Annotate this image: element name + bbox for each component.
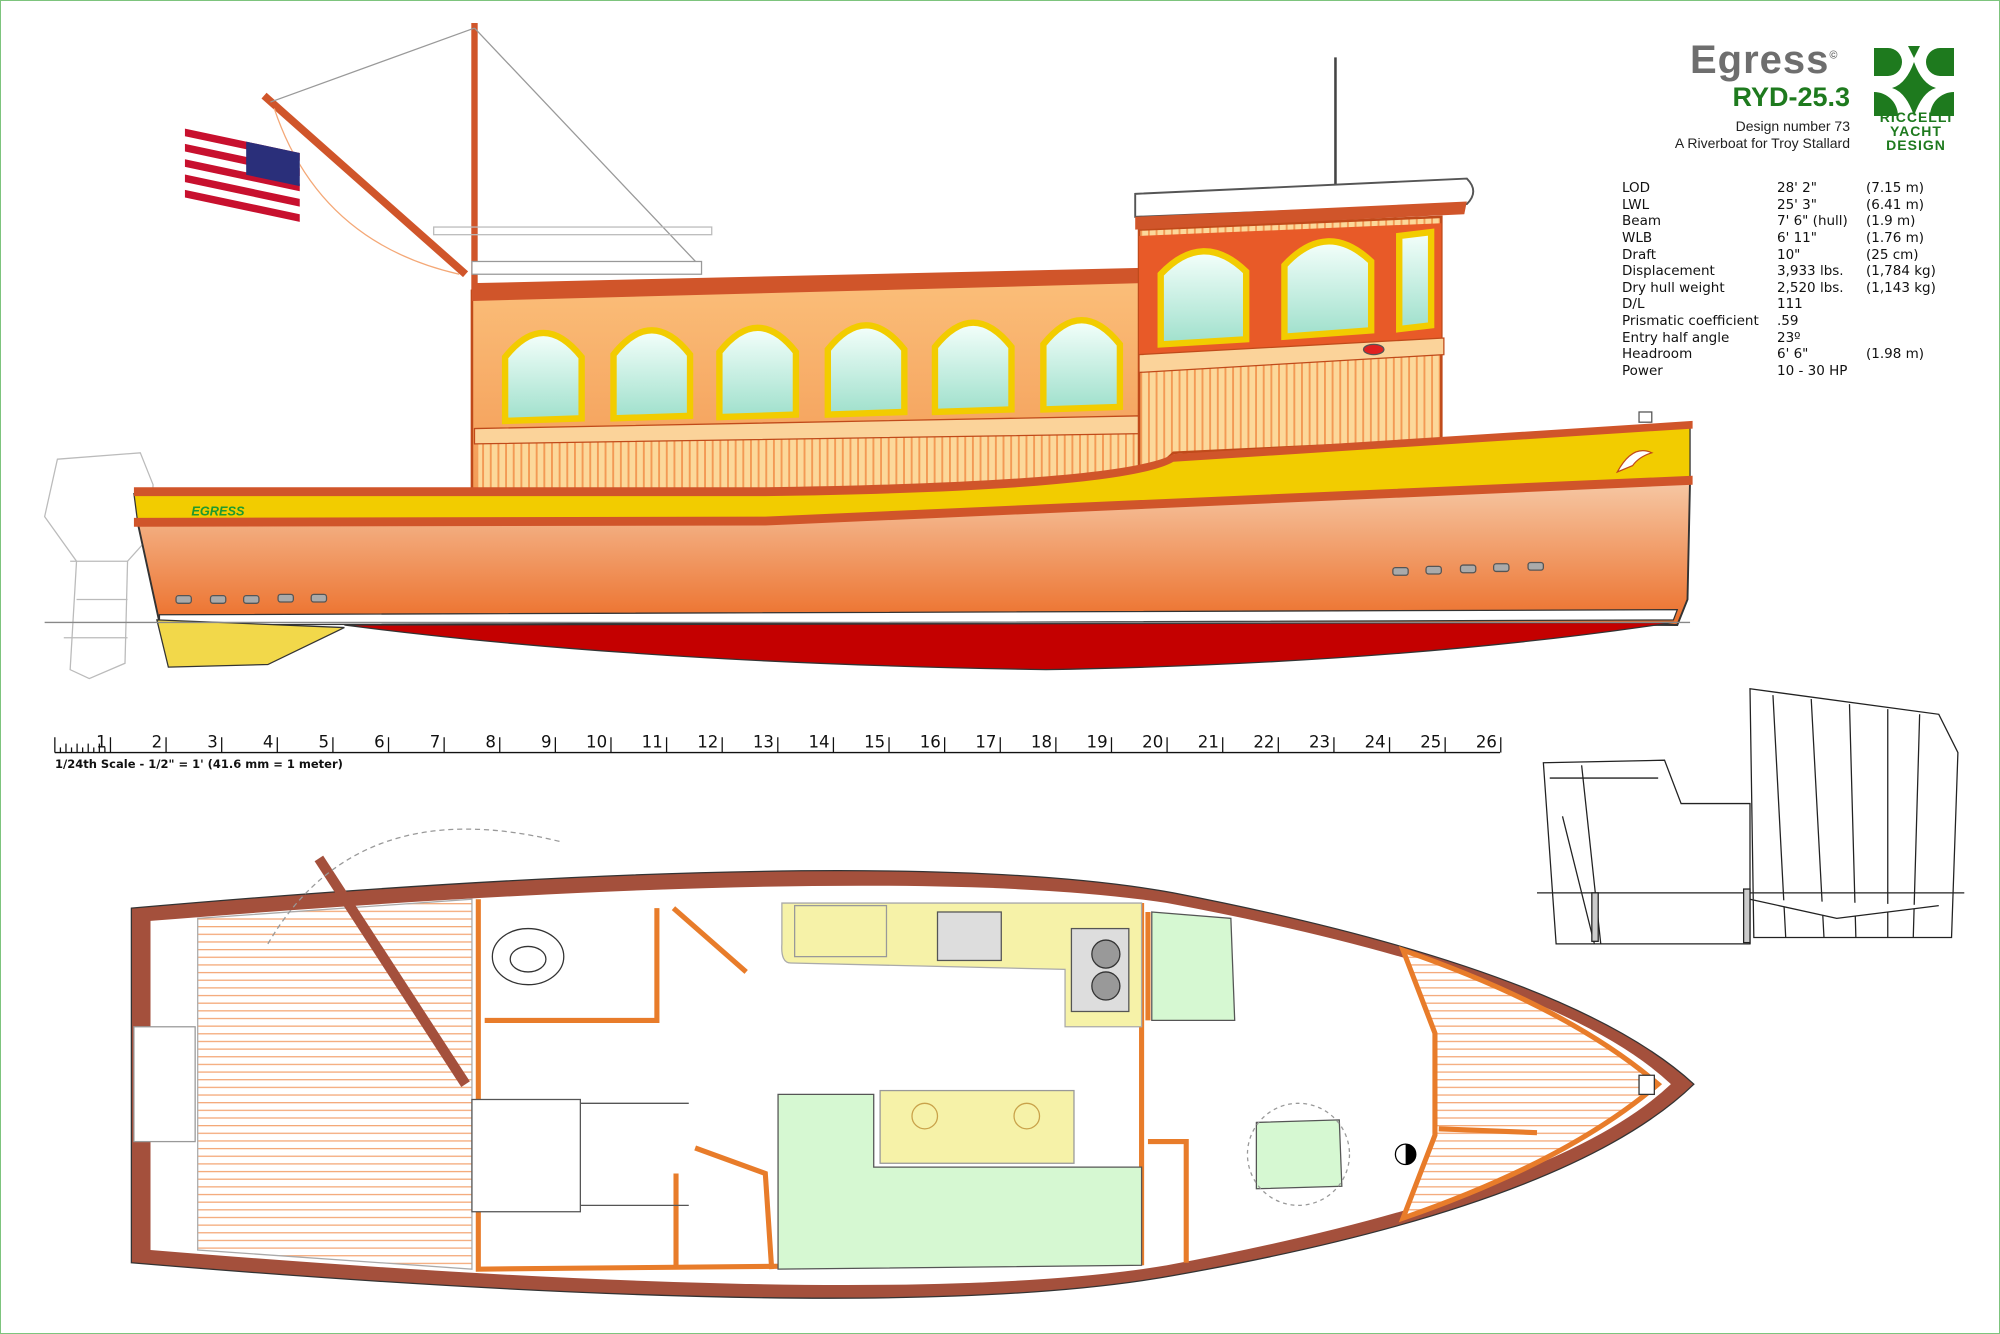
ruler-label: 23 [1309,732,1330,751]
ruler-label: 25 [1420,732,1441,751]
spec-row: Beam 7' 6" (hull) (1.9 m) [1622,213,1936,230]
brand-line: YACHT [1890,123,1942,139]
spec-label: D/L [1622,296,1645,313]
riccelli-logo-icon [1874,46,1954,116]
ruler-label: 21 [1198,732,1219,751]
ruler-label: 9 [541,732,552,751]
spec-imperial: 7' 6" (hull) [1777,213,1848,230]
ruler-label: 18 [1031,732,1052,751]
ruler-label: 22 [1253,732,1274,751]
spec-label: Beam [1622,213,1661,230]
ruler-label: 15 [864,732,885,751]
specifications-table: LOD 28' 2" (7.15 m) LWL 25' 3" (6.41 m) Beam 7'… [1622,180,1936,379]
brand-wordmark: RICCELLI YACHT DESIGN [1866,110,1966,152]
spec-row: Entry half angle 23º [1622,329,1936,346]
boat-name: Egress [1690,38,1830,82]
spec-row: D/L 111 [1622,296,1936,313]
skeg [156,619,345,668]
brand-line: DESIGN [1886,137,1946,153]
ruler-label: 13 [753,732,774,751]
design-subtitle: A Riverboat for Troy Stallard [1674,135,1850,151]
spec-label: Draft [1622,246,1657,263]
spec-imperial: 6' 11" [1777,230,1817,247]
spec-imperial: 28' 2" [1777,180,1817,197]
spec-label: Prismatic coefficient [1622,313,1759,330]
spec-metric: (1,143 kg) [1866,279,1936,296]
spec-label: Entry half angle [1622,329,1730,346]
spec-metric: (1.9 m) [1866,213,1916,230]
spec-row: WLB 6' 11" (1.76 m) [1622,230,1936,247]
model-number: RYD-25.3 [1732,82,1850,112]
ruler-label: 14 [808,732,829,751]
ruler-label: 19 [1087,732,1108,751]
hull-name: EGRESS [191,503,245,518]
hull-profile [44,411,1693,671]
hull-section-view [1536,688,1965,945]
spec-imperial: 10 - 30 HP [1777,362,1848,379]
spec-metric: (1.76 m) [1866,230,1925,247]
spec-metric [1866,296,1936,313]
brand-line: RICCELLI [1879,109,1953,125]
scale-note: 1/24th Scale - 1/2" = 1' (41.6 mm = 1 me… [55,757,343,771]
spec-label: Dry hull weight [1622,279,1725,296]
cabin-windows [501,317,1124,425]
ruler-label: 10 [586,732,607,751]
spec-metric [1866,313,1936,330]
spec-row: Draft 10" (25 cm) [1622,246,1936,263]
ruler-label: 12 [697,732,718,751]
ruler-label: 16 [920,732,941,751]
spec-metric: (6.41 m) [1866,196,1925,213]
spec-row: Prismatic coefficient .59 [1622,313,1936,330]
ruler-label: 3 [207,732,218,751]
spec-label: Power [1622,362,1663,379]
spec-imperial: 2,520 lbs. [1777,279,1844,296]
spec-row: Dry hull weight 2,520 lbs. (1,143 kg) [1622,280,1936,297]
ruler-label: 17 [975,732,996,751]
spec-row: Displacement 3,933 lbs. (1,784 kg) [1622,263,1936,280]
spec-row: Headroom 6' 6" (1.98 m) [1622,346,1936,363]
spec-row: LOD 28' 2" (7.15 m) [1622,180,1936,197]
spec-label: Displacement [1622,263,1715,280]
spec-row: Power 10 - 30 HP [1622,363,1936,380]
spec-imperial: 111 [1777,296,1803,313]
spec-metric: (25 cm) [1866,246,1919,263]
spec-metric: (7.15 m) [1866,180,1925,197]
spec-imperial: 23º [1777,329,1801,346]
spec-label: LWL [1622,196,1650,213]
us-flag [184,128,300,225]
copyright-mark: © [1829,49,1839,62]
ruler-label: 6 [374,732,385,751]
ruler-label: 11 [642,732,663,751]
design-info: Design number 73 A Riverboat for Troy St… [1560,118,1850,152]
spec-label: LOD [1622,180,1651,197]
ruler-label: 8 [485,732,496,751]
outboard-motor [43,452,154,680]
dolphin-emblem [1615,450,1654,474]
spec-metric: (1.98 m) [1866,346,1925,363]
spec-label: Headroom [1622,346,1693,363]
spec-imperial: 10" [1777,246,1801,263]
spec-metric [1866,363,1936,380]
ruler-label: 2 [152,732,163,751]
pilothouse [1134,177,1475,488]
spec-metric: (1,784 kg) [1866,263,1936,280]
ruler-label: 24 [1365,732,1386,751]
ruler-label: 1 [96,732,107,751]
boat-name-title: Egress© [1690,38,1839,83]
spec-imperial: .59 [1777,313,1799,330]
spec-metric [1866,329,1936,346]
spec-imperial: 25' 3" [1777,196,1817,213]
deck-plan-view [130,828,1695,1299]
ruler-label: 5 [319,732,330,751]
ruler-label: 4 [263,732,274,751]
ruler-label: 26 [1476,732,1497,751]
spec-imperial: 3,933 lbs. [1777,263,1844,280]
ruler-label: 7 [430,732,441,751]
design-number: Design number 73 [1735,118,1850,134]
spec-imperial: 6' 6" [1777,346,1809,363]
spec-label: WLB [1622,230,1653,247]
ruler-label: 20 [1142,732,1163,751]
spec-row: LWL 25' 3" (6.41 m) [1622,197,1936,214]
